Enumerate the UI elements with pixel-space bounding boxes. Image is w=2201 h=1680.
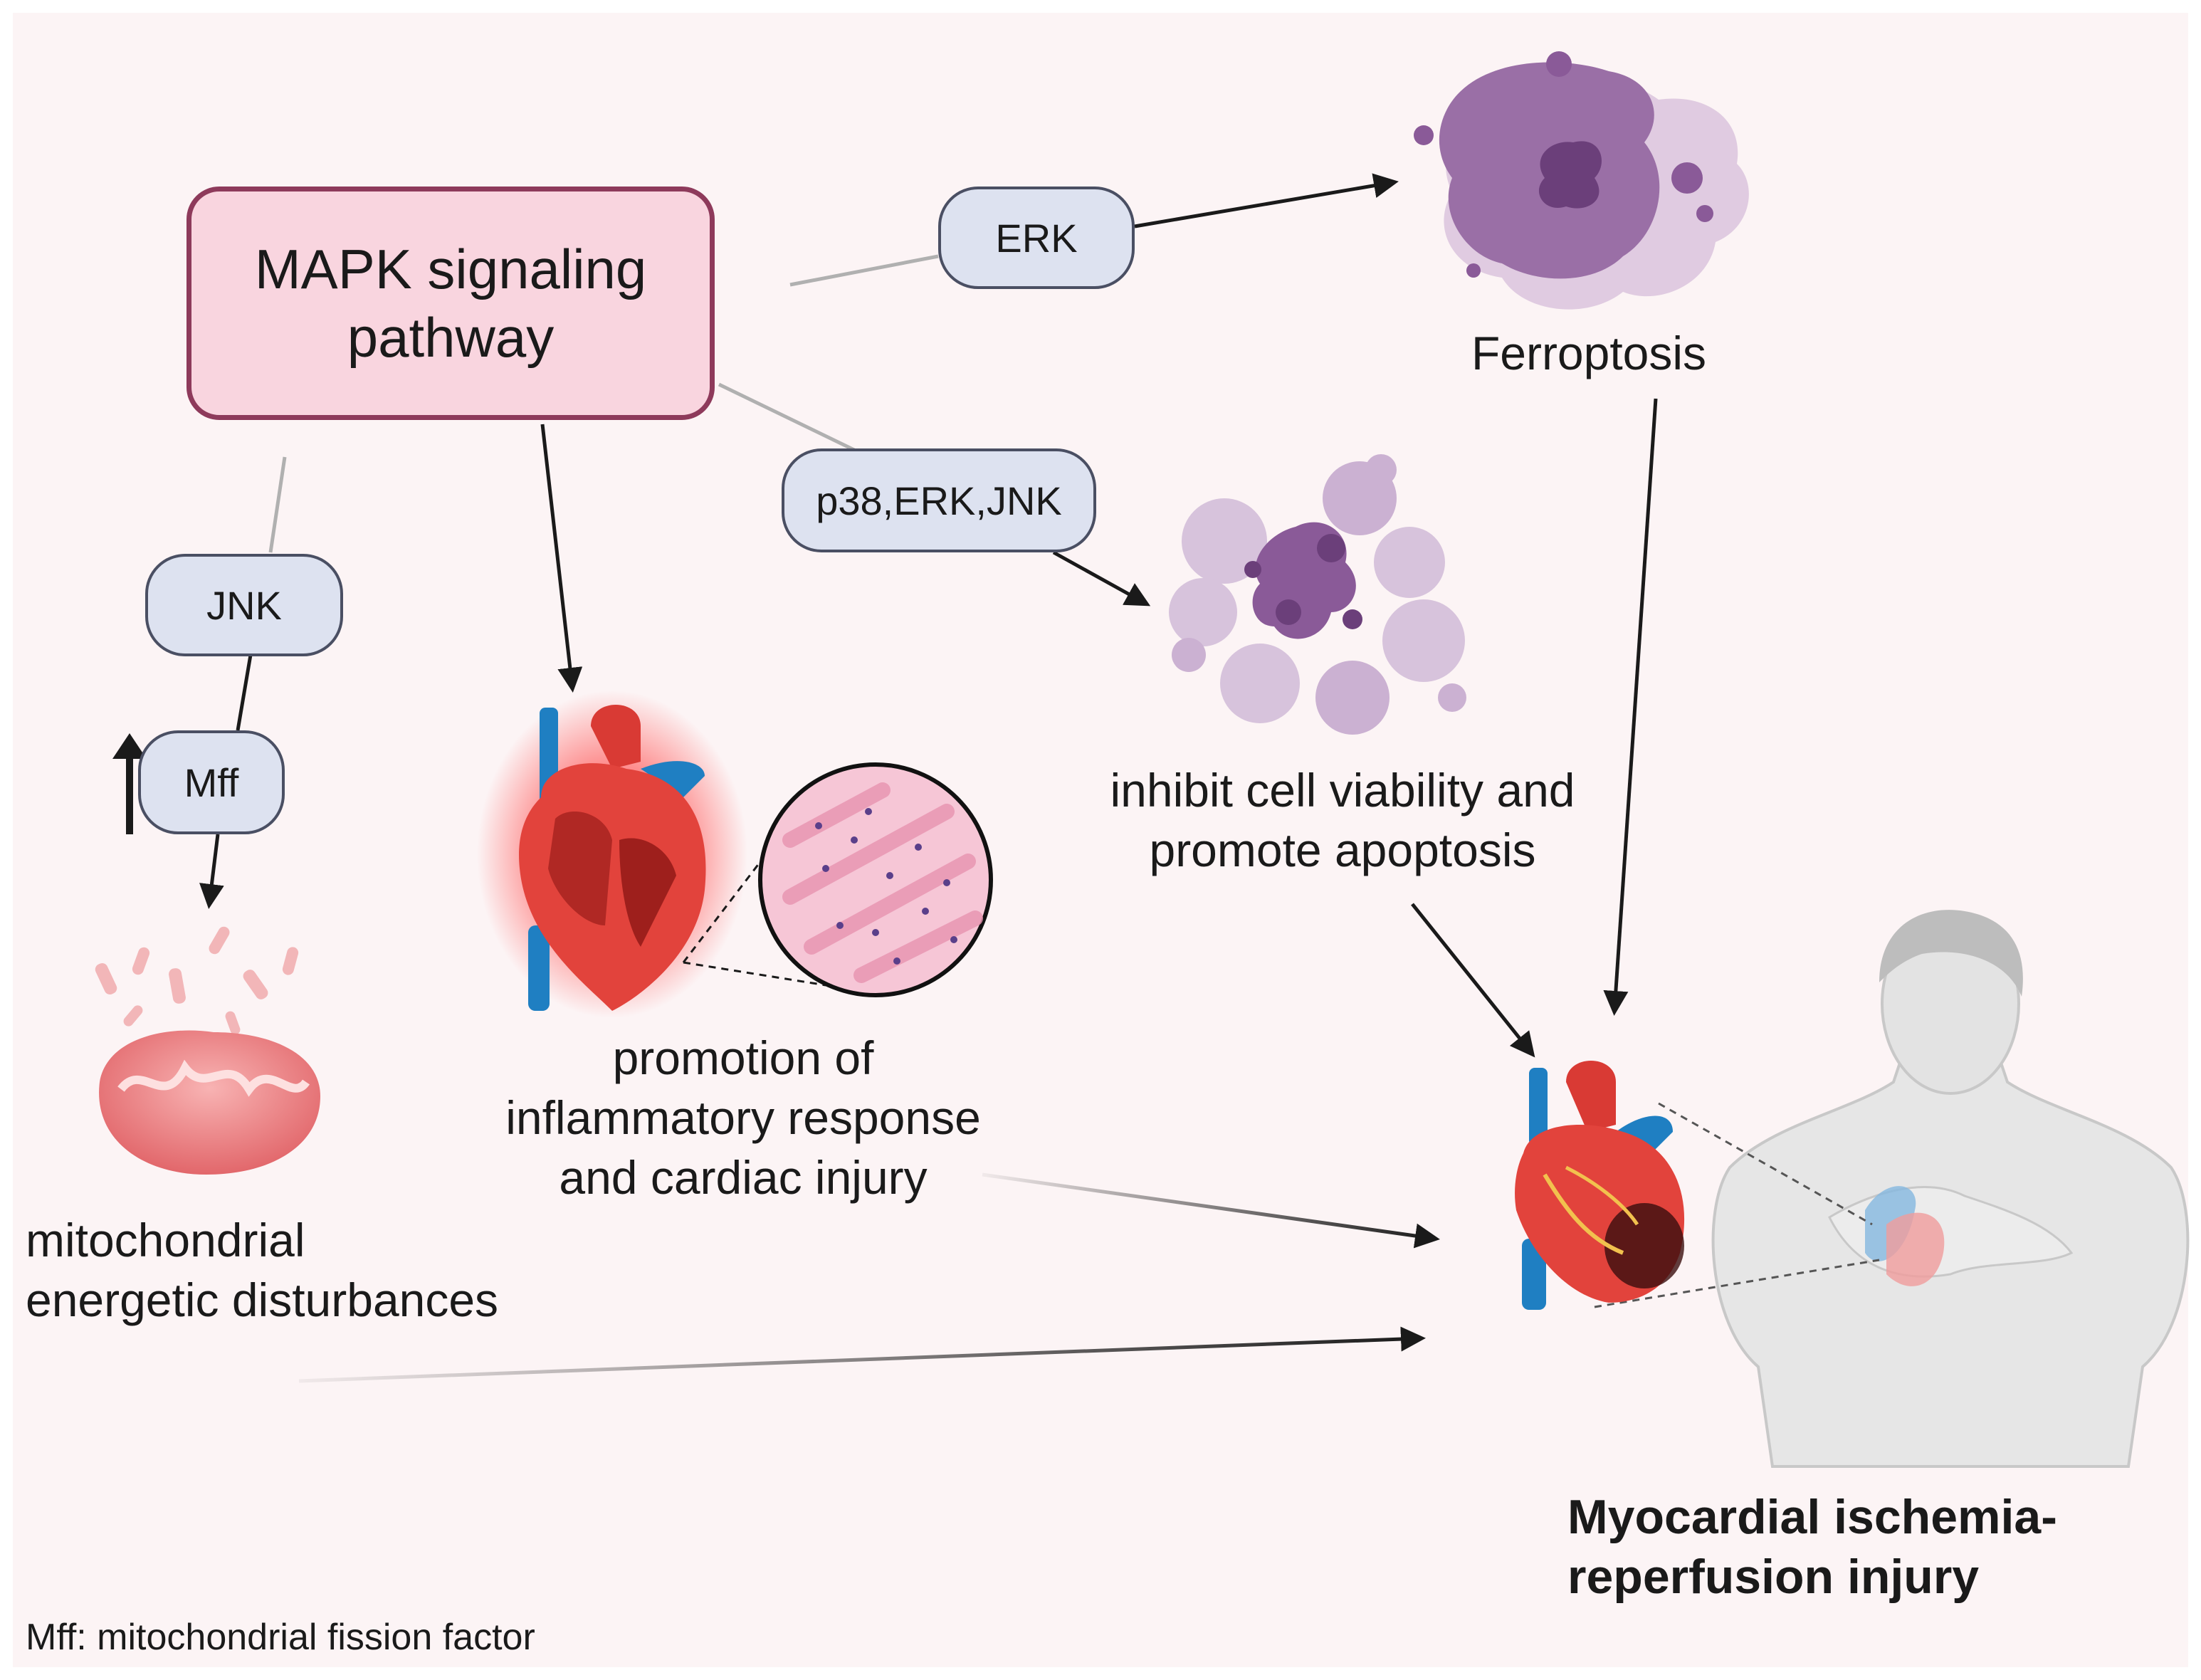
- erk-pill: ERK: [938, 187, 1135, 289]
- arrow-p38-to-apoptosis: [1052, 550, 1151, 607]
- inflammation-label-line3: and cardiac injury: [559, 1151, 928, 1204]
- arrow-ferroptosis-to-injury: [1603, 398, 1658, 1016]
- mito-label-line1: mitochondrial: [26, 1214, 305, 1266]
- outcome-title-line1: Myocardial ischemia-: [1567, 1490, 2057, 1544]
- mapk-pathway-box: MAPK signaling pathway: [187, 187, 715, 420]
- inflammation-label-line2: inflammatory response: [505, 1091, 981, 1144]
- arrow-mff-to-mito: [199, 834, 224, 909]
- inflamed-heart-icon: [477, 691, 747, 1018]
- human-torso-icon: [1594, 910, 2190, 1468]
- mff-pill: Mff: [138, 730, 285, 834]
- arrow-box-to-heart: [540, 424, 583, 693]
- arrow-inflammation-to-injury: [982, 1172, 1440, 1249]
- footnote: Mff: mitochondrial fission factor: [26, 1617, 535, 1658]
- mapk-box-line1: MAPK signaling: [254, 238, 647, 300]
- inflammation-label-line1: promotion of: [612, 1031, 874, 1084]
- histology-magnifier-icon: [682, 762, 993, 997]
- connector-jnk-to-mff: [236, 654, 253, 731]
- up-arrow-icon: [112, 733, 147, 834]
- jnk-pill: JNK: [145, 554, 343, 656]
- arrow-mito-to-injury: [298, 1326, 1426, 1383]
- connectors: [199, 173, 1658, 1383]
- mapk-box-line2: pathway: [347, 306, 555, 369]
- connector-box-to-jnk: [268, 456, 287, 553]
- outcome-title-line2: reperfusion injury: [1567, 1550, 1980, 1604]
- connector-box-to-erk: [789, 254, 939, 287]
- p38-erk-jnk-pill: p38,ERK,JNK: [782, 448, 1096, 552]
- mitochondrion-icon: [95, 926, 320, 1175]
- apoptotic-cell-icon: [1169, 454, 1466, 735]
- injured-heart-icon: [1515, 1061, 1685, 1310]
- apoptosis-label-line2: promote apoptosis: [1149, 824, 1536, 876]
- apoptosis-label-line1: inhibit cell viability and: [1110, 764, 1575, 817]
- ferroptotic-cell-icon: [1414, 51, 1749, 310]
- mito-label-line2: energetic disturbances: [26, 1274, 499, 1326]
- ferroptosis-label: Ferroptosis: [1471, 327, 1707, 379]
- connector-box-to-p38: [718, 382, 856, 452]
- arrow-apoptosis-to-injury: [1411, 903, 1535, 1058]
- arrow-erk-to-ferroptosis: [1134, 173, 1399, 229]
